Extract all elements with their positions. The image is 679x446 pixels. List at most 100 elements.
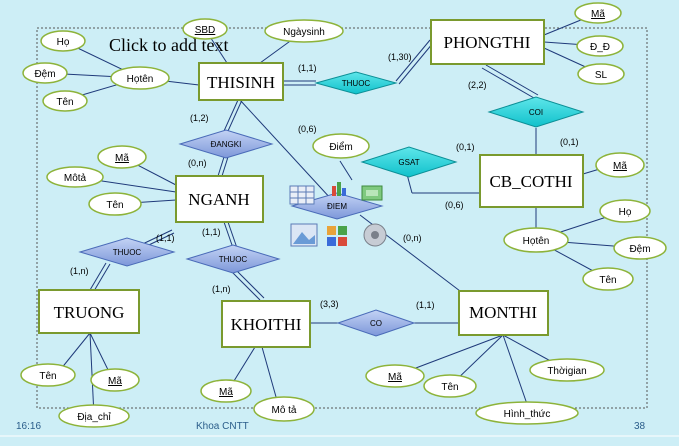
attribute-ten-ng[interactable] bbox=[88, 192, 142, 216]
attribute-ten-mt-label: Tên bbox=[441, 382, 458, 393]
attribute-ho-ts[interactable] bbox=[40, 30, 86, 52]
cardinality-kt-co: (3,3) bbox=[320, 299, 339, 309]
attribute-sl[interactable] bbox=[577, 63, 625, 85]
entity-khoithi[interactable]: KHOITHI bbox=[221, 300, 311, 348]
attribute-ten-ts[interactable] bbox=[42, 90, 88, 112]
entity-khoithi-label: KHOITHI bbox=[231, 315, 302, 334]
cardinality-ng-thuoc-left: (1,1) bbox=[156, 233, 175, 243]
attribute-hinhthuc-label: Hình_thức bbox=[504, 409, 551, 420]
attribute-ma-mt[interactable] bbox=[365, 364, 425, 388]
attribute-ma-ng-label: Mã bbox=[115, 153, 129, 164]
attribute-ma-ng[interactable] bbox=[97, 145, 147, 169]
relationship-thuoc-left[interactable]: THUOC bbox=[78, 237, 176, 267]
cardinality-pt-thuoc: (1,30) bbox=[388, 52, 412, 62]
attribute-ma-cb[interactable] bbox=[595, 152, 645, 178]
attribute-ho-ts-label: Họ bbox=[57, 37, 70, 48]
relationship-diem-label: ĐIEM bbox=[327, 202, 347, 211]
relationship-co[interactable]: CO bbox=[336, 309, 416, 337]
attribute-hoten-cb-label: Họtên bbox=[523, 236, 550, 247]
cardinality-gsat-bottom: (0,6) bbox=[445, 200, 464, 210]
attribute-ngaysinh-label: Ngàysinh bbox=[283, 27, 325, 38]
entity-truong-label: TRUONG bbox=[54, 303, 125, 322]
attribute-dem-ts[interactable] bbox=[22, 62, 68, 84]
footer-page-number: 38 bbox=[634, 421, 646, 432]
attribute-ten-cb[interactable] bbox=[582, 267, 634, 291]
relationship-gsat-label: GSAT bbox=[398, 158, 419, 167]
relationship-thuoc-top-label: THUOC bbox=[342, 79, 371, 88]
entity-phongthi-label: PHONGTHI bbox=[444, 33, 531, 52]
attribute-ma-mt-label: Mã bbox=[388, 372, 402, 383]
attribute-hoten-cb[interactable] bbox=[503, 227, 569, 253]
cardinality-kt-thuoc: (1,n) bbox=[212, 284, 231, 294]
attribute-ma-tr-label: Mã bbox=[108, 376, 122, 387]
attribute-diem-label: Điểm bbox=[329, 141, 352, 153]
attribute-hoten-ts-label: Họtên bbox=[127, 74, 154, 85]
attribute-dem-ts-label: Đệm bbox=[34, 69, 55, 80]
relationship-coi[interactable]: COI bbox=[487, 96, 585, 128]
attribute-hoten-ts[interactable] bbox=[110, 66, 170, 90]
attribute-ngaysinh[interactable] bbox=[264, 19, 344, 43]
cardinality-tr-thuoc: (1,n) bbox=[70, 266, 89, 276]
entity-phongthi[interactable]: PHONGTHI bbox=[430, 19, 545, 65]
attribute-mota-label: Môtả bbox=[64, 173, 87, 184]
attribute-ma-pt-label: Mã bbox=[591, 9, 605, 20]
chart-icon[interactable] bbox=[332, 182, 346, 196]
table-icon[interactable] bbox=[289, 185, 315, 205]
attribute-mota-kt[interactable] bbox=[253, 396, 315, 422]
cardinality-ng-dangki: (0,n) bbox=[188, 158, 207, 168]
relationship-co-label: CO bbox=[370, 319, 382, 328]
attribute-ten-tr-label: Tên bbox=[39, 371, 56, 382]
relationship-dangki-label: ĐANGKI bbox=[211, 140, 242, 149]
cardinality-cb-coi: (0,1) bbox=[560, 137, 579, 147]
media-icon[interactable] bbox=[363, 223, 387, 247]
attribute-ten-tr[interactable] bbox=[20, 363, 76, 387]
attribute-diem[interactable] bbox=[312, 133, 370, 159]
relationship-gsat[interactable]: GSAT bbox=[360, 146, 458, 178]
attribute-ma-kt[interactable] bbox=[200, 379, 252, 403]
attribute-dd-label: Đ_Đ bbox=[590, 42, 610, 53]
entity-monthi-label: MONTHI bbox=[469, 303, 537, 322]
attribute-thoigian-label: Thờigian bbox=[547, 366, 586, 377]
content-placeholder-icons[interactable] bbox=[289, 182, 387, 247]
placeholder-text[interactable]: Click to add text bbox=[109, 35, 228, 55]
attribute-thoigian[interactable] bbox=[529, 358, 605, 382]
entity-thisinh[interactable]: THISINH bbox=[198, 62, 284, 101]
attribute-hinhthuc[interactable] bbox=[475, 401, 579, 425]
relationship-thuoc-top[interactable]: THUOC bbox=[314, 71, 398, 95]
entity-monthi[interactable]: MONTHI bbox=[458, 290, 549, 336]
attribute-mota[interactable] bbox=[46, 166, 104, 188]
attribute-ma-kt-label: Mã bbox=[219, 387, 233, 398]
attribute-ten-ts-label: Tên bbox=[56, 97, 73, 108]
cardinality-ng-thuoc-mid: (1,1) bbox=[202, 227, 221, 237]
cardinality-mt-diem: (0,n) bbox=[403, 233, 422, 243]
attribute-dem-cb-label: Đệm bbox=[629, 244, 650, 255]
attribute-sbd[interactable] bbox=[182, 18, 228, 40]
smartart-icon[interactable] bbox=[361, 185, 383, 201]
relationship-thuoc-mid[interactable]: THUOC bbox=[185, 244, 281, 274]
attribute-ten-cb-label: Tên bbox=[599, 275, 616, 286]
attribute-dem-cb[interactable] bbox=[613, 236, 667, 260]
attribute-ho-cb-label: Họ bbox=[619, 207, 632, 218]
attribute-ma-pt[interactable] bbox=[574, 2, 622, 24]
attribute-mota-kt-label: Mô tả bbox=[271, 405, 296, 416]
entity-cb-cothi-label: CB_COTHI bbox=[489, 172, 572, 191]
attribute-sl-label: SL bbox=[595, 70, 608, 81]
attribute-ho-cb[interactable] bbox=[599, 199, 651, 223]
entity-truong[interactable]: TRUONG bbox=[38, 289, 140, 334]
attribute-ten-mt[interactable] bbox=[423, 374, 477, 398]
relationship-thuoc-left-label: THUOC bbox=[113, 248, 142, 257]
footer-time: 16:16 bbox=[16, 421, 41, 432]
attribute-ma-tr[interactable] bbox=[90, 368, 140, 392]
footer-author: Khoa CNTT bbox=[196, 421, 249, 432]
relationship-dangki[interactable]: ĐANGKI bbox=[178, 129, 274, 159]
picture-icon[interactable] bbox=[290, 223, 318, 247]
clipart-icon[interactable] bbox=[327, 226, 347, 246]
relationship-coi-label: COI bbox=[529, 108, 543, 117]
attribute-diachi-label: Địa_chỉ bbox=[77, 411, 111, 423]
attribute-dd[interactable] bbox=[576, 35, 624, 57]
attribute-ma-cb-label: Mã bbox=[613, 161, 627, 172]
attribute-diachi[interactable] bbox=[58, 404, 130, 428]
entity-cb-cothi[interactable]: CB_COTHI bbox=[479, 154, 584, 208]
entity-nganh[interactable]: NGANH bbox=[175, 175, 264, 223]
